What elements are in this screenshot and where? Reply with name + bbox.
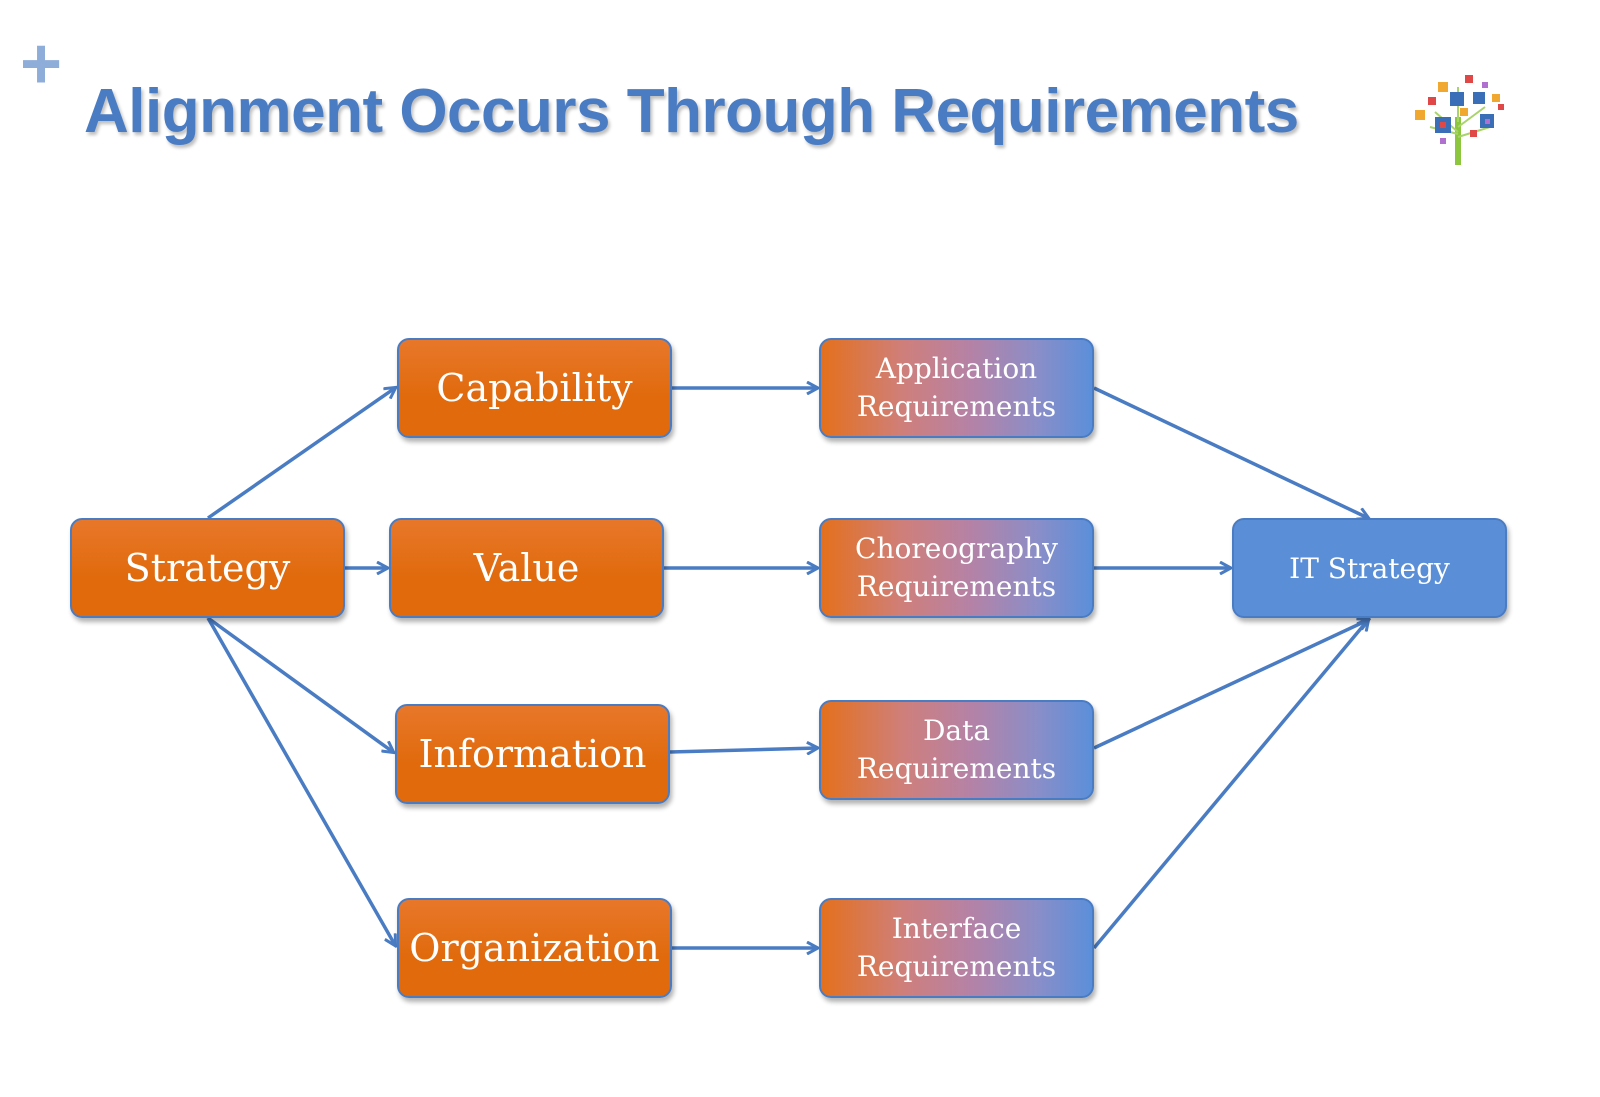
arrow-strategy-organization <box>206 617 395 945</box>
node-label-line1: Application <box>875 352 1038 386</box>
node-value: Value <box>389 518 664 618</box>
node-capability: Capability <box>397 338 672 438</box>
node-label-line2: Requirements <box>856 950 1057 983</box>
node-it-strategy: IT Strategy <box>1232 518 1507 618</box>
node-label: Strategy <box>124 546 291 590</box>
node-label-line2: Requirements <box>856 390 1057 423</box>
node-label: IT Strategy <box>1289 551 1450 585</box>
node-label-line1: Data <box>922 714 991 748</box>
node-label: Information <box>418 732 647 776</box>
node-label-line1: Interface <box>891 912 1022 946</box>
node-label-line1: Choreography <box>855 532 1058 566</box>
node-label-line2: Requirements <box>856 570 1057 603</box>
node-label: Capability <box>436 366 633 410</box>
arrow-strategy-information <box>206 616 393 752</box>
arrow-interface-it <box>1092 620 1368 950</box>
plus-icon: + <box>20 24 63 104</box>
arrow-information-data <box>669 748 817 752</box>
arrow-data-it <box>1093 620 1368 750</box>
node-label: Organization <box>409 926 660 970</box>
arrow-strategy-capability <box>207 388 395 520</box>
slide-title: Alignment Occurs Through Requirements <box>84 77 1299 146</box>
arrow-application-it <box>1093 386 1368 518</box>
tree-logo-icon <box>1415 75 1504 165</box>
node-label-line2: Requirements <box>856 752 1057 785</box>
node-label: Value <box>473 546 580 590</box>
node-information: Information <box>395 704 670 804</box>
node-organization: Organization <box>397 898 672 998</box>
node-strategy: Strategy <box>70 518 345 618</box>
